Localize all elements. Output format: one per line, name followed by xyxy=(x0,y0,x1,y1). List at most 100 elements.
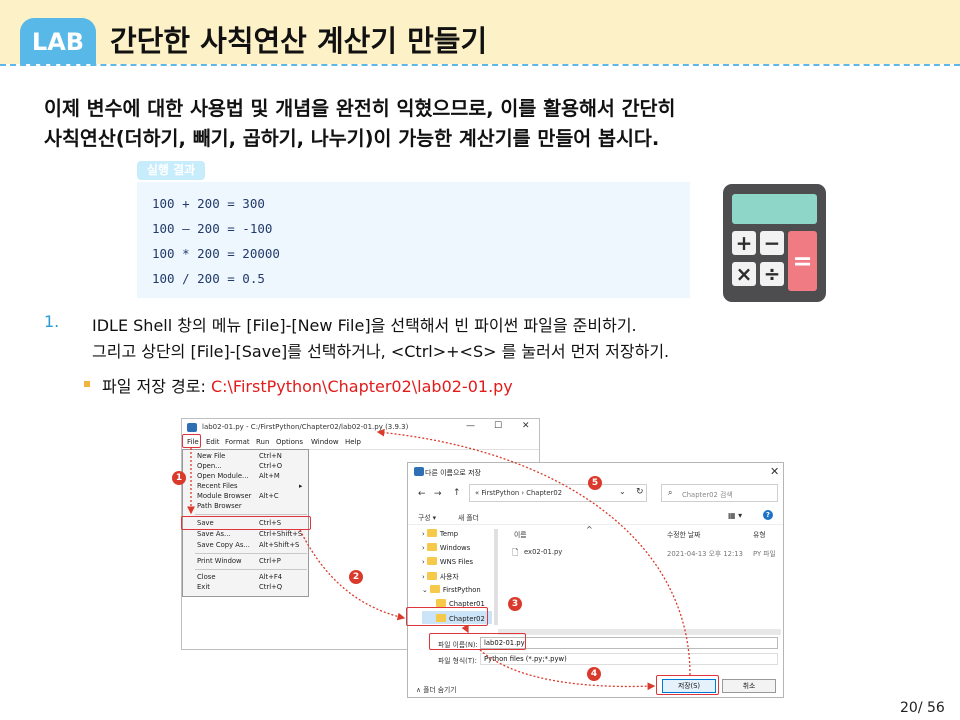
chevron-right-icon: › xyxy=(422,558,427,566)
tree-item-users[interactable]: › 사용자 xyxy=(422,571,459,581)
page-title: 간단한 사칙연산 계산기 만들기 xyxy=(110,24,488,58)
lab-badge: LAB xyxy=(20,18,96,64)
breadcrumb: « FirstPython › Chapter02 xyxy=(475,489,563,497)
shortcut-label: Alt+F4 xyxy=(259,573,283,581)
dialog-toolbar: 구성 ▾ 새 폴더 ▦ ▾ ? xyxy=(408,507,783,525)
address-bar[interactable]: « FirstPython › Chapter02 xyxy=(469,484,647,502)
tree-label: WNS Files xyxy=(439,558,474,566)
save-as-dialog: 다른 이름으로 저장 ✕ ← → ↑ « FirstPython › Chapt… xyxy=(407,462,784,698)
shortcut-label: Ctrl+Shift+S xyxy=(259,530,303,538)
menu-edit[interactable]: Edit xyxy=(206,438,220,446)
step-badge-2: 2 xyxy=(349,570,363,584)
intro-line-2: 사칙연산(더하기, 빼기, 곱하기, 나누기)이 가능한 계산기를 만들어 봅시… xyxy=(44,127,660,150)
hide-folders-button[interactable]: ∧ 폴더 숨기기 xyxy=(416,686,457,694)
organize-button[interactable]: 구성 ▾ xyxy=(418,514,437,522)
tree-item-temp[interactable]: › Temp xyxy=(422,529,458,538)
filetype-select[interactable]: Python files (*.py;*.pyw) xyxy=(480,653,778,665)
arrow-save-to-title xyxy=(376,428,691,676)
tree-label: Temp xyxy=(439,530,459,538)
column-modified[interactable]: 수정한 날짜 xyxy=(667,531,701,539)
menu-help[interactable]: Help xyxy=(345,438,361,446)
new-folder-button[interactable]: 새 폴더 xyxy=(458,514,479,522)
save-path: 파일 저장 경로: C:\FirstPython\Chapter02\lab02… xyxy=(102,373,513,397)
search-input[interactable]: ⌕ Chapter02 검색 xyxy=(661,484,778,502)
tree-label: 사용자 xyxy=(439,573,459,581)
menu-item-save-as[interactable]: Save As... xyxy=(197,530,231,538)
save-item-highlight xyxy=(181,516,311,530)
shortcut-label: Ctrl+N xyxy=(259,452,282,460)
step-badge-1: 1 xyxy=(172,471,186,485)
filename-input[interactable]: lab02-01.py xyxy=(480,637,778,649)
menu-separator xyxy=(195,569,307,570)
file-type: PY 파일 xyxy=(753,550,776,558)
chevron-down-icon: ⌄ xyxy=(422,586,430,594)
tree-item-chapter02[interactable]: Chapter02 xyxy=(436,614,485,623)
menu-item-module-browser[interactable]: Module Browser xyxy=(197,492,252,500)
up-arrow-icon[interactable]: ↑ xyxy=(453,488,461,498)
folder-icon xyxy=(426,529,437,537)
result-line: 100 + 200 = 300 xyxy=(152,196,265,211)
dialog-close-button[interactable]: ✕ xyxy=(770,465,780,478)
result-tag: 실행 결과 xyxy=(137,161,205,180)
folder-icon xyxy=(436,599,446,607)
result-box: 100 + 200 = 300 100 – 200 = -100 100 * 2… xyxy=(137,182,690,298)
step-badge-5: 5 xyxy=(588,476,602,490)
file-icon: 🗋 xyxy=(512,548,519,557)
file-name: ex02-01.py xyxy=(524,548,563,556)
back-arrow-icon[interactable]: ← xyxy=(418,489,426,499)
menu-item-new-file[interactable]: New File xyxy=(197,452,226,460)
result-line: 100 * 200 = 20000 xyxy=(152,246,280,261)
menu-item-print-window[interactable]: Print Window xyxy=(197,557,242,565)
refresh-icon[interactable]: ↻ xyxy=(636,487,644,497)
menu-format[interactable]: Format xyxy=(225,438,250,446)
tree-item-chapter01[interactable]: Chapter01 xyxy=(436,599,485,608)
column-type[interactable]: 유형 xyxy=(753,531,766,539)
save-button[interactable]: 저장(S) xyxy=(662,679,716,693)
divide-key-icon: ÷ xyxy=(760,262,784,286)
bullet-icon xyxy=(84,381,90,387)
menu-item-exit[interactable]: Exit xyxy=(197,583,210,591)
close-button[interactable]: ✕ xyxy=(522,421,530,431)
chevron-down-icon[interactable]: ⌄ xyxy=(619,487,626,496)
header-divider xyxy=(0,64,960,66)
cancel-button[interactable]: 취소 xyxy=(722,679,776,693)
chapter02-highlight xyxy=(406,607,488,626)
search-icon: ⌕ xyxy=(668,488,673,497)
menu-window[interactable]: Window xyxy=(311,438,339,446)
maximize-button[interactable]: ☐ xyxy=(494,421,503,431)
shortcut-label: Ctrl+Q xyxy=(259,583,283,591)
tree-item-firstpython[interactable]: ⌄ FirstPython xyxy=(422,585,481,594)
tree-item-windows[interactable]: › Windows xyxy=(422,543,470,552)
tree-item-wns-files[interactable]: › WNS Files xyxy=(422,557,473,566)
menu-item-open[interactable]: Open... xyxy=(197,462,222,470)
menu-file[interactable]: File xyxy=(187,438,199,446)
result-line: 100 – 200 = -100 xyxy=(152,221,273,236)
menu-item-save[interactable]: Save xyxy=(197,519,214,527)
step-line-2: 그리고 상단의 [File]-[Save]를 선택하거나, <Ctrl>+<S>… xyxy=(92,342,670,361)
forward-arrow-icon[interactable]: → xyxy=(434,489,442,499)
idle-menubar: File Edit Format Run Options Window Help xyxy=(182,436,539,450)
view-options-icon[interactable]: ▦ ▾ xyxy=(728,511,743,520)
menu-options[interactable]: Options xyxy=(276,438,304,446)
menu-item-close[interactable]: Close xyxy=(197,573,216,581)
file-menu-highlight xyxy=(182,434,201,448)
plus-key-icon: + xyxy=(732,231,756,255)
tree-label: FirstPython xyxy=(442,586,481,594)
menu-run[interactable]: Run xyxy=(256,438,270,446)
horizontal-scrollbar[interactable] xyxy=(498,629,781,635)
vertical-scrollbar[interactable] xyxy=(494,529,498,625)
help-icon[interactable]: ? xyxy=(763,510,773,520)
menu-item-open-module[interactable]: Open Module... xyxy=(197,472,249,480)
menu-item-save-copy-as[interactable]: Save Copy As... xyxy=(197,541,250,549)
filetype-value: Python files (*.py;*.pyw) xyxy=(484,655,567,663)
minimize-button[interactable]: — xyxy=(466,421,475,431)
menu-item-path-browser[interactable]: Path Browser xyxy=(197,502,242,510)
filetype-label: 파일 형식(T): xyxy=(438,657,477,665)
menu-item-recent-files[interactable]: Recent Files xyxy=(197,482,238,490)
menu-separator xyxy=(195,553,307,554)
column-name[interactable]: 이름 xyxy=(514,531,527,539)
save-path-value: C:\FirstPython\Chapter02\lab02-01.py xyxy=(210,377,513,396)
shortcut-label: Ctrl+O xyxy=(259,462,283,470)
header-bar xyxy=(0,0,960,64)
